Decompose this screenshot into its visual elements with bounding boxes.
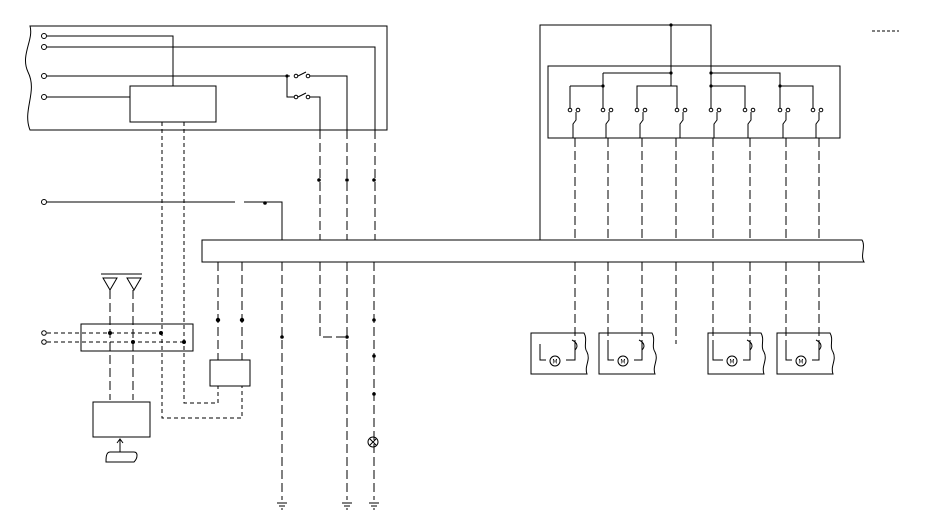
switch-contact-icon <box>708 107 722 138</box>
motor-icon <box>795 355 807 367</box>
switch-contact-icon <box>742 107 756 138</box>
motor-icon <box>726 355 738 367</box>
housing-to-bus-wires <box>317 130 376 240</box>
motor-label: M <box>798 359 803 366</box>
terminal-2 <box>41 44 47 50</box>
ground-icon <box>277 502 287 510</box>
motor-unit: M <box>530 332 589 375</box>
terminal-1 <box>41 33 47 39</box>
junction-box <box>80 323 194 352</box>
sensor-plate <box>105 451 138 463</box>
motor-label: M <box>620 359 625 366</box>
ground-icon <box>369 502 379 510</box>
switch-contact-icon <box>810 107 824 138</box>
motor-icon <box>617 355 629 367</box>
relay-contacts <box>285 71 348 130</box>
main-harness-bus <box>201 239 865 263</box>
motor-unit: M <box>707 332 766 375</box>
switch-contact-icon <box>674 107 688 138</box>
motor-unit: M <box>776 332 835 375</box>
ground-wires <box>277 262 379 510</box>
motor-icon <box>549 355 561 367</box>
motor-unit: M <box>598 332 657 375</box>
module-signal-lines <box>161 122 243 419</box>
lamp-icon <box>367 436 379 448</box>
sensor-unit-box <box>92 401 151 438</box>
ground-icon <box>342 502 352 510</box>
switch-contact-icon <box>600 107 614 138</box>
terminal-4 <box>41 94 47 100</box>
control-module-box <box>129 85 217 123</box>
switch-contact-icon <box>567 107 581 138</box>
sensor-triangle-icon <box>126 277 142 291</box>
motor-label: M <box>729 359 734 366</box>
left-input-line <box>41 199 283 240</box>
sensor-triangle-icon <box>102 277 118 291</box>
sensor-section <box>41 273 194 463</box>
switch-housing <box>547 65 841 139</box>
switch-assembly <box>539 23 841 240</box>
switch-contact-icon <box>777 107 791 138</box>
terminal-3 <box>41 73 47 79</box>
switch-contact-icon <box>634 107 648 138</box>
left-connector-housing <box>25 25 388 131</box>
relay-box <box>209 262 251 387</box>
motor-label: M <box>552 359 557 366</box>
